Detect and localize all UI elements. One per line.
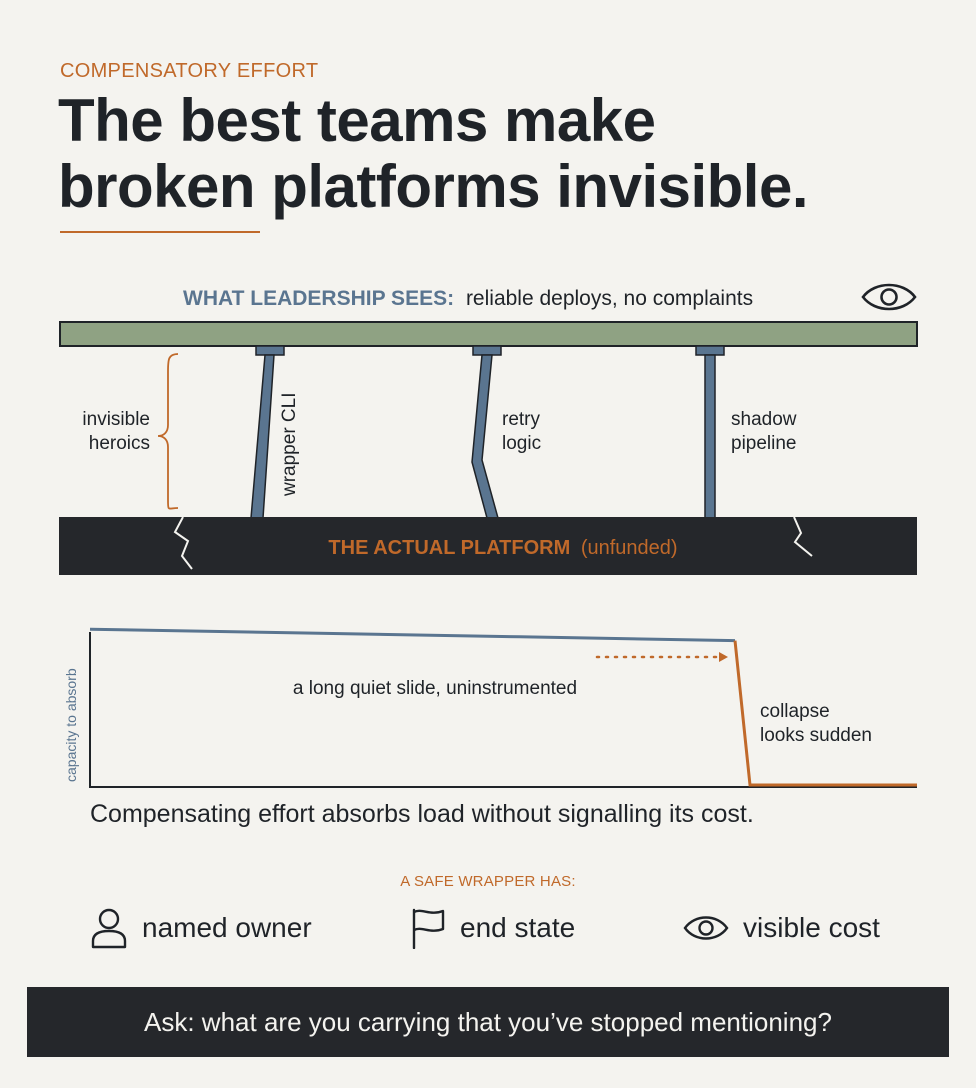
chart-y-label: capacity to absorb: [63, 668, 79, 782]
retry-label-line-1: retry: [502, 409, 541, 430]
platform-caption: THE ACTUAL PLATFORM (unfunded): [328, 537, 677, 559]
page-title: The best teams make broken platforms inv…: [58, 88, 938, 220]
bracket-label-line-2: heroics: [89, 433, 150, 454]
safe-wrapper-title: A SAFE WRAPPER HAS:: [400, 873, 576, 890]
leadership-beam: [59, 321, 918, 347]
series-collapse-line: [733, 640, 917, 787]
platform-bar: [59, 517, 917, 575]
title-underline: [60, 231, 260, 233]
crack-right: [793, 516, 813, 557]
eye-icon: [861, 283, 917, 311]
support-shadow-pipeline: [695, 345, 725, 519]
closing-question-banner: Ask: what are you carrying that you’ve s…: [27, 987, 949, 1057]
platform-diagram: WHAT LEADERSHIP SEES: reliable deploys, …: [59, 283, 918, 788]
slide-annotation: a long quiet slide, uninstrumented: [293, 678, 577, 699]
leadership-label: WHAT LEADERSHIP SEES:: [183, 287, 454, 310]
title-line-2: broken platforms invisible.: [58, 153, 809, 220]
retry-label-line-2: logic: [502, 433, 541, 454]
arrow-head-icon: [719, 652, 728, 662]
crack-left: [173, 516, 193, 570]
platform-suffix: (unfunded): [581, 537, 678, 559]
trait-label: named owner: [142, 912, 312, 943]
eye-icon: [683, 916, 729, 940]
leadership-caption: WHAT LEADERSHIP SEES: reliable deploys, …: [183, 287, 753, 310]
trait-named-owner: named owner: [90, 906, 312, 950]
series-slide-line: [89, 627, 736, 643]
flag-icon: [412, 908, 445, 949]
heroics-bracket: [157, 353, 179, 510]
trait-end-state: end state: [410, 906, 575, 950]
chart-caption: Compensating effort absorbs load without…: [90, 800, 754, 828]
kicker-label: COMPENSATORY EFFORT: [60, 60, 319, 82]
bracket-label-line-1: invisible: [82, 409, 150, 430]
leadership-text: reliable deploys, no complaints: [466, 287, 753, 310]
wrapper-cli-label: wrapper CLI: [279, 393, 300, 498]
capacity-chart: capacity to absorb a long quiet slide, u…: [63, 627, 917, 788]
shadow-label-line-1: shadow: [731, 409, 797, 430]
support-retry-logic: [471, 345, 502, 519]
platform-label: THE ACTUAL PLATFORM: [328, 537, 570, 559]
shadow-label-line-2: pipeline: [731, 433, 797, 454]
title-line-1: The best teams make: [58, 87, 656, 154]
collapse-annotation-line-2: looks sudden: [760, 725, 872, 746]
trait-visible-cost: visible cost: [683, 906, 880, 950]
trait-label: visible cost: [743, 912, 880, 943]
person-icon: [91, 908, 127, 949]
collapse-annotation-line-1: collapse: [760, 701, 830, 722]
trait-label: end state: [460, 912, 576, 943]
